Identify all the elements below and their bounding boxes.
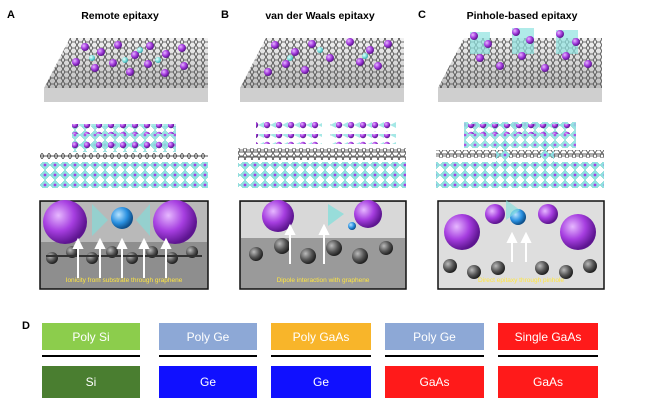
si-substrate-box: Si	[42, 366, 140, 398]
separator-1	[42, 355, 140, 357]
panel-c-cross-section	[436, 122, 604, 188]
panel-b-zoom	[239, 200, 407, 290]
poly-si-box: Poly Si	[42, 323, 140, 350]
panel-a-cross-section	[40, 124, 208, 188]
panel-a-slab	[44, 38, 208, 102]
poly-gaas-box: Poly GaAs	[271, 323, 371, 350]
poly-ge-box-1: Poly Ge	[159, 323, 257, 350]
epitaxy-illustrations	[39, 28, 605, 290]
single-gaas-box: Single GaAs	[498, 323, 598, 350]
separator-3	[271, 355, 371, 357]
panel-a-caption: Ionicity from substrate through graphene	[65, 277, 183, 284]
gaas-substrate-box-1: GaAs	[385, 366, 484, 398]
panel-a-title: Remote epitaxy	[81, 10, 159, 22]
separator-4	[385, 355, 484, 357]
panel-b-caption: Dipole interaction with graphene	[276, 277, 370, 284]
panel-b-slab	[240, 38, 404, 102]
gaas-substrate-box-2: GaAs	[498, 366, 598, 398]
separator-5	[498, 355, 598, 357]
panel-b-title: van der Waals epitaxy	[265, 10, 375, 22]
ge-substrate-box-2: Ge	[271, 366, 371, 398]
panel-d-letter: D	[22, 320, 30, 332]
panel-a-zoom	[39, 200, 209, 290]
ge-substrate-box-1: Ge	[159, 366, 257, 398]
panel-b-letter: B	[221, 9, 229, 21]
poly-ge-box-2: Poly Ge	[385, 323, 484, 350]
panel-c-title: Pinhole-based epitaxy	[466, 10, 578, 22]
panel-a-letter: A	[7, 9, 15, 21]
panel-b-cross-section	[238, 122, 406, 188]
panel-c-caption: Direct epitaxy through pinhole	[478, 277, 564, 284]
separator-2	[159, 355, 257, 357]
panel-c-zoom	[437, 200, 605, 290]
panel-c-slab	[438, 28, 602, 102]
panel-c-letter: C	[418, 9, 426, 21]
